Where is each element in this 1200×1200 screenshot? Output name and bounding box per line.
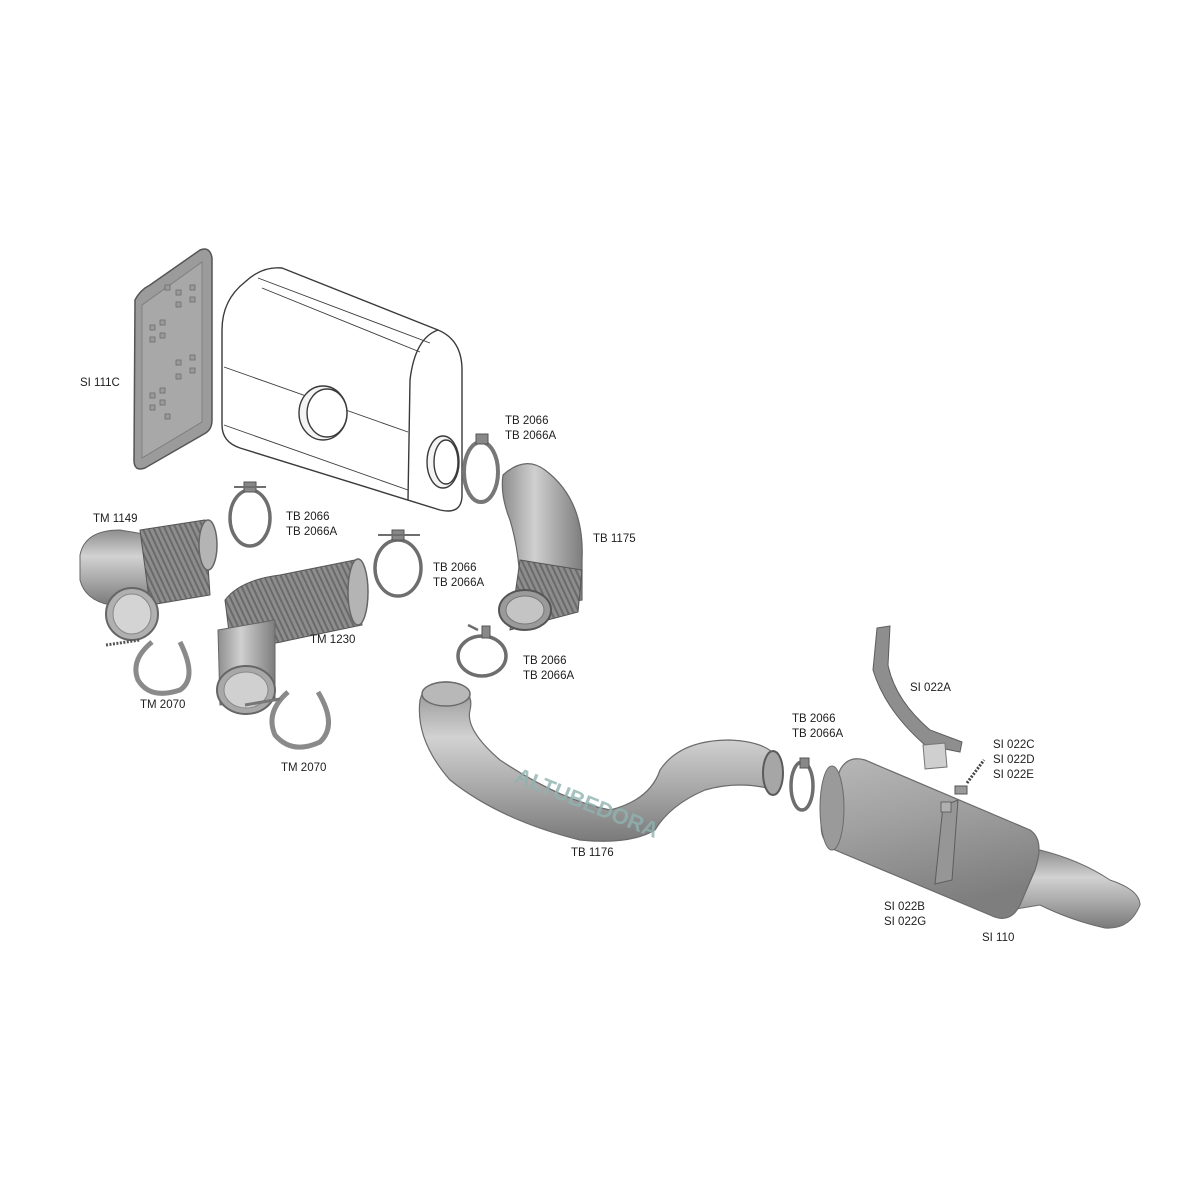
v-clamp-center[interactable] [244,690,331,750]
clamp-mid-right[interactable] [373,529,423,598]
label-clamp-mid-right: TB 2066 TB 2066A [433,562,485,589]
label-tb1176: TB 1176 [571,847,614,859]
label-tm2070-center: TM 2070 [281,762,327,774]
label-clamp-top: TB 2066 TB 2066A [505,415,557,442]
label-si111c: SI 111C [80,377,120,389]
strap[interactable] [934,799,959,885]
label-tm1230: TM 1230 [310,634,356,646]
bolt-set[interactable] [954,759,986,795]
flex-pipe-left[interactable] [79,519,218,641]
clamp-rear[interactable] [789,757,815,812]
label-si022a: SI 022A [910,682,951,694]
label-tm2070-left: TM 2070 [140,699,186,711]
flex-pipe-center[interactable] [216,558,369,715]
s-pipe[interactable]: ALTUBEDORA [418,681,784,843]
heat-shield[interactable] [133,248,213,470]
clamp-mid-left[interactable] [228,481,272,548]
bracket[interactable] [872,625,963,770]
label-tb1175: TB 1175 [593,533,636,545]
v-clamp-left[interactable] [105,638,192,696]
silencer-box[interactable] [221,267,463,512]
label-si110: SI 110 [982,932,1015,944]
label-clamp-lower: TB 2066 TB 2066A [523,655,575,682]
label-bolt-set: SI 022C SI 022D SI 022E [993,739,1035,781]
rear-muffler[interactable] [819,758,1141,929]
clamp-top[interactable] [462,433,500,504]
elbow-pipe[interactable] [498,463,583,631]
label-tm1149: TM 1149 [93,513,138,525]
label-clamp-mid-left: TB 2066 TB 2066A [286,511,338,538]
clamp-lower[interactable] [456,623,508,678]
label-clamp-rear: TB 2066 TB 2066A [792,713,844,740]
label-strap: SI 022B SI 022G [884,901,927,928]
